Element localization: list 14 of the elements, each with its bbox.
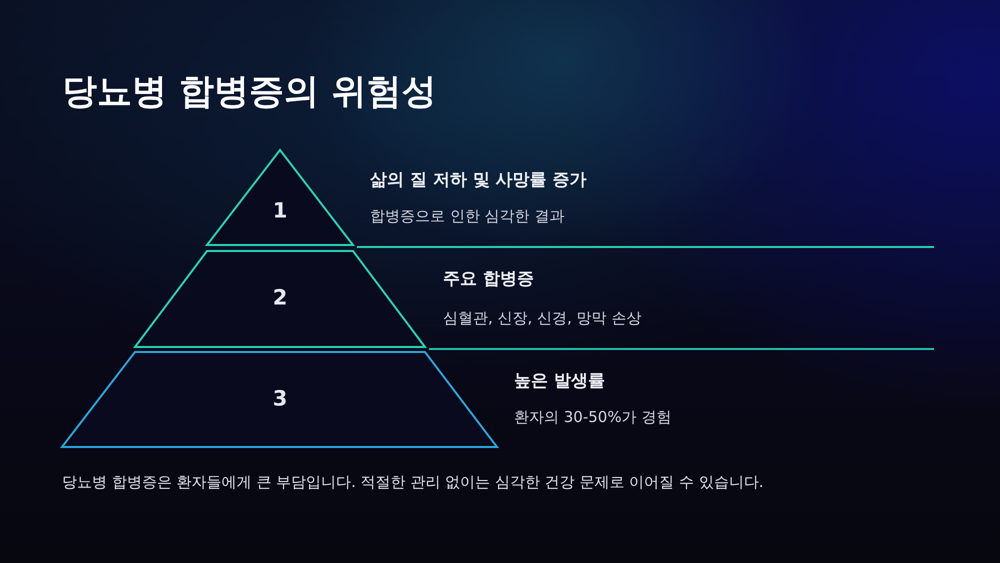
pyramid-top-triangle [207,150,353,245]
pyramid-tier [62,352,497,447]
tier-heading: 주요 합병증 [443,268,534,290]
pyramid-tier [135,251,425,347]
tier-description: 환자의 30-50%가 경험 [514,408,672,426]
caption-text: 당뇨병 합병증은 환자들에게 큰 부담입니다. 적절한 관리 없이는 심각한 건강 문제로 이어질 수 있습니다. [62,473,764,491]
slide-title: 당뇨병 합병증의 위험성 [62,71,436,113]
tier-number: 3 [272,386,288,412]
tier-heading: 높은 발생률 [514,370,605,392]
tier-description: 합병증으로 인한 심각한 결과 [370,207,564,225]
tier-number: 1 [272,198,288,224]
tier-heading: 삶의 질 저하 및 사망률 증가 [370,170,587,190]
tier-description: 심혈관, 신장, 신경, 망막 손상 [443,309,642,327]
tier-number: 2 [272,285,288,311]
